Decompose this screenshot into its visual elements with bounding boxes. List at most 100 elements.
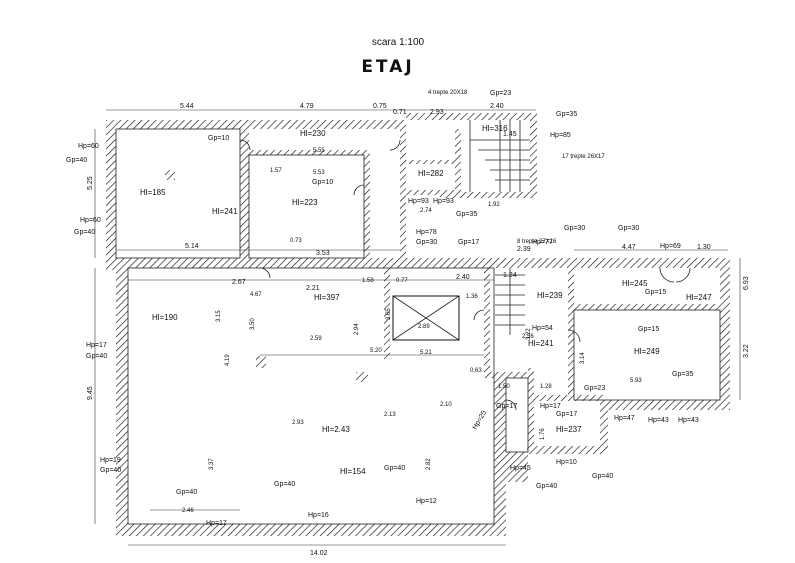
dim-mid-6: 2.21: [306, 285, 320, 292]
room-outlines: [115, 128, 721, 525]
lbl-gp23: Gp=23: [490, 90, 511, 97]
wall-int-4: [400, 129, 406, 258]
idim-213: 2.13: [384, 412, 396, 418]
stair-middle: [495, 268, 525, 335]
wall-top-stair: [406, 113, 536, 120]
room-hi-15: Hl=241: [528, 339, 554, 348]
dim-bottom: 14.02: [310, 550, 328, 557]
lbl-hp43b: Hp=43: [678, 417, 699, 424]
lbl-gp10b: Gp=10: [312, 179, 333, 186]
lbl-gp40c: Gp=40: [86, 353, 107, 360]
idim-073: 0.73: [290, 238, 302, 244]
lbl-gp17a: Gp=17: [458, 239, 479, 246]
idim-365: 3.65: [386, 308, 392, 320]
wall-int-13: [484, 372, 528, 378]
idim-314: 3.14: [580, 352, 586, 364]
lbl-hp69: Hp=69: [660, 243, 681, 250]
room-hi-2: Hl=241: [212, 207, 238, 216]
lbl-gp15a: Gp=15: [645, 289, 666, 296]
dim-mid-4: 1.30: [697, 244, 711, 251]
lbl-gp15b: Gp=15: [638, 326, 659, 333]
wall-right-bottom: [605, 400, 730, 410]
idim-246: 2.46: [182, 508, 194, 514]
room-hi-14: Hl=239: [537, 291, 563, 300]
idim-419: 4.19: [225, 354, 231, 366]
lbl-gp17b: Gp=17: [556, 411, 577, 418]
lbl-hp93b: Hp=93: [433, 198, 454, 205]
dim-mid-7: 2.40: [456, 274, 470, 281]
dim-left-1: 5.25: [87, 176, 94, 190]
idim-553: 5.53: [313, 170, 325, 176]
idim-158: 1.58: [362, 278, 374, 284]
chimney-marker-1: [165, 170, 175, 180]
lbl-gp30c: Gp=30: [618, 225, 639, 232]
room-hi-1: Hl=185: [140, 188, 166, 197]
room-hi-11: Hl=245: [622, 279, 648, 288]
wall-int-2: [249, 150, 369, 155]
lbl-gp40a: Gp=40: [66, 157, 87, 164]
lbl-hp17: Hp=17: [86, 342, 107, 349]
dim-mid-5: 2.67: [232, 279, 246, 286]
interior-walls: [240, 129, 720, 448]
idim-593: 5.93: [630, 378, 642, 384]
idim-521: 5.21: [420, 350, 432, 356]
stair-top-right: [469, 120, 530, 192]
wall-int-7: [406, 160, 458, 164]
wall-int-9: [484, 268, 490, 378]
lbl-hp47: Hp=47: [614, 415, 635, 422]
idim-063: 0.63: [470, 368, 482, 374]
chimney-marker-3: [356, 372, 368, 382]
dimension-lines: [94, 109, 741, 546]
idim-289: 2.89: [418, 324, 430, 330]
idim-210: 2.10: [440, 402, 452, 408]
lbl-gp30a: Gp=30: [416, 239, 437, 246]
wall-right-stair: [530, 113, 537, 198]
lbl-hp78: Hp=78: [416, 229, 437, 236]
wall-lower-right: [494, 378, 506, 536]
central-diag-2: [392, 295, 460, 341]
dim-mid-8: 1.24: [503, 272, 517, 279]
wall-int-12: [528, 368, 534, 448]
wall-int-10: [568, 268, 574, 398]
lbl-gp30b: Gp=30: [564, 225, 585, 232]
wall-int-5: [406, 190, 466, 195]
lbl-gp17c: Gp=17: [496, 403, 517, 410]
dim-top-4: 0.71: [393, 109, 407, 116]
idim-350: 3.50: [250, 318, 256, 330]
dim-top-6: 2.40: [490, 103, 504, 110]
central-opening: [392, 295, 460, 341]
lbl-hp54: Hp=54: [532, 325, 553, 332]
dim-top-2: 4.79: [300, 103, 314, 110]
room-hi-4: Hl=230: [300, 129, 326, 138]
idim-337: 3.37: [209, 458, 215, 470]
stair-note-middle: 8 trepte 27X16: [517, 239, 557, 245]
dim-top-5: 2.93: [430, 109, 444, 116]
chimney-marker-2: [256, 356, 266, 368]
lbl-hp16: Hp=16: [308, 512, 329, 519]
wall-int-14: [534, 395, 604, 401]
lbl-gp35a: Gp=35: [556, 111, 577, 118]
lbl-hp17b: Hp=17: [206, 520, 227, 527]
wall-middle: [116, 258, 728, 268]
idim-150: 1.50: [498, 384, 510, 390]
dim-mid-9: 2.39: [517, 246, 531, 253]
lbl-hp60b: Hp=60: [80, 217, 101, 224]
lbl-hp60a: Hp=60: [78, 143, 99, 150]
room-hi-8: Hl=190: [152, 313, 178, 322]
idim-520: 5.20: [370, 348, 382, 354]
lbl-gp40e: Gp=40: [176, 489, 197, 496]
idim-136: 1.36: [466, 294, 478, 300]
lbl-gp40h: Gp=40: [536, 483, 557, 490]
dim-top-1: 5.44: [180, 103, 194, 110]
lbl-gp40f: Gp=40: [274, 481, 295, 488]
wall-bath-right: [600, 400, 608, 452]
wall-int-3: [364, 150, 370, 258]
wall-int-1: [240, 129, 249, 258]
room-hi-13: Hl=249: [634, 347, 660, 356]
idim-259: 2.59: [310, 336, 322, 342]
dim-top-3: 0.75: [373, 103, 387, 110]
lbl-hp85: Hp=85: [550, 132, 571, 139]
wall-entry: [506, 452, 528, 482]
room-hi-3: Hl=223: [292, 198, 318, 207]
